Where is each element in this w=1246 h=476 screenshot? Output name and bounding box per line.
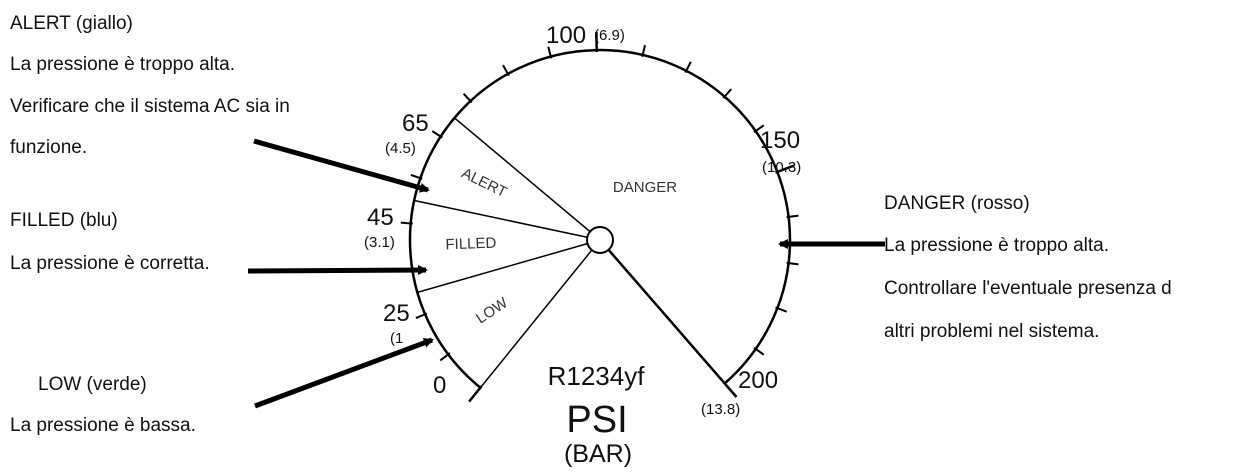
gauge-dial-arc	[408, 48, 792, 389]
gauge-tick-50	[410, 173, 423, 180]
danger-note-title: DANGER (rosso)	[884, 193, 1030, 214]
scale-label-bar-150: (10.3)	[762, 159, 801, 176]
danger-note-line-1: La pressione è troppo alta.	[884, 235, 1109, 256]
scale-label-bar-25: (1	[390, 330, 403, 347]
danger-note-line-2: Controllare l'eventuale presenza d	[884, 278, 1172, 299]
low-note-line-1: La pressione è bassa.	[10, 415, 196, 436]
gauge-tick-20	[415, 312, 428, 320]
gauge-base-line	[599, 239, 726, 385]
filled-note-title: FILLED (blu)	[10, 210, 118, 231]
zone-divider-0	[479, 239, 601, 389]
zone-divider-65	[454, 117, 601, 241]
scale-label-bar-100: (6.9)	[594, 27, 625, 44]
scale-label-bar-65: (4.5)	[385, 140, 416, 157]
gauge-tick-180	[775, 306, 788, 313]
zone-divider-lines	[414, 117, 601, 389]
gauge-tick-60	[431, 130, 443, 139]
scale-label-psi-200: 200	[738, 367, 778, 394]
gauge-tick-0	[468, 385, 483, 403]
gauge-tick-40	[400, 221, 413, 225]
arrow-filled	[247, 265, 428, 276]
filled-note-line-1: La pressione è corretta.	[10, 253, 210, 274]
gauge-tick-190	[753, 346, 765, 356]
gauge-tick-70	[462, 93, 473, 104]
danger-note-line-3: altri problemi nel sistema.	[884, 321, 1100, 342]
alert-note-line-1: La pressione è troppo alta.	[10, 54, 235, 75]
gauge-tick-120	[684, 61, 692, 73]
gauge-tick-90	[547, 46, 553, 59]
gauge-tick-170	[786, 261, 799, 266]
zone-divider-45	[414, 199, 601, 241]
zone-label-low: LOW	[473, 294, 512, 327]
scale-label-bar-200: (13.8)	[701, 401, 740, 418]
scale-label-psi-150: 150	[760, 127, 800, 154]
refrigerant-name: R1234yf	[548, 361, 646, 391]
gauge-tick-110	[641, 44, 646, 58]
arrow-low	[254, 337, 434, 409]
gauge-tick-10	[439, 352, 451, 362]
scale-label-psi-0: 0	[433, 372, 446, 399]
zone-label-danger: DANGER	[613, 179, 677, 196]
scale-label-psi-100: 100	[546, 22, 586, 49]
scale-label-psi-65: 65	[402, 110, 429, 137]
gauge-tick-150	[775, 164, 795, 174]
arrow-alert	[253, 138, 430, 193]
gauge-tick-200	[722, 381, 738, 398]
gauge-tick-80	[502, 64, 510, 77]
alert-note-title: ALERT (giallo)	[10, 13, 133, 34]
zone-label-filled: FILLED	[445, 235, 497, 254]
unit-label-psi: PSI	[566, 399, 627, 441]
alert-note-line-3: funzione.	[10, 137, 88, 158]
gauge-tick-140	[753, 124, 765, 134]
unit-label-bar: (BAR)	[564, 440, 632, 468]
gauge-tick-160	[786, 214, 799, 219]
alert-note-line-2: Verificare che il sistema AC sia in	[10, 96, 290, 117]
zone-label-alert: ALERT	[459, 165, 510, 201]
gauge-tick-marks	[400, 31, 799, 403]
scale-label-psi-45: 45	[367, 204, 394, 231]
low-note-title: LOW (verde)	[38, 374, 147, 395]
scale-label-bar-45: (3.1)	[364, 234, 395, 251]
gauge-needle-hub	[586, 226, 614, 254]
scale-label-psi-25: 25	[383, 300, 410, 327]
zone-divider-25	[417, 239, 601, 294]
gauge-tick-130	[722, 88, 732, 99]
